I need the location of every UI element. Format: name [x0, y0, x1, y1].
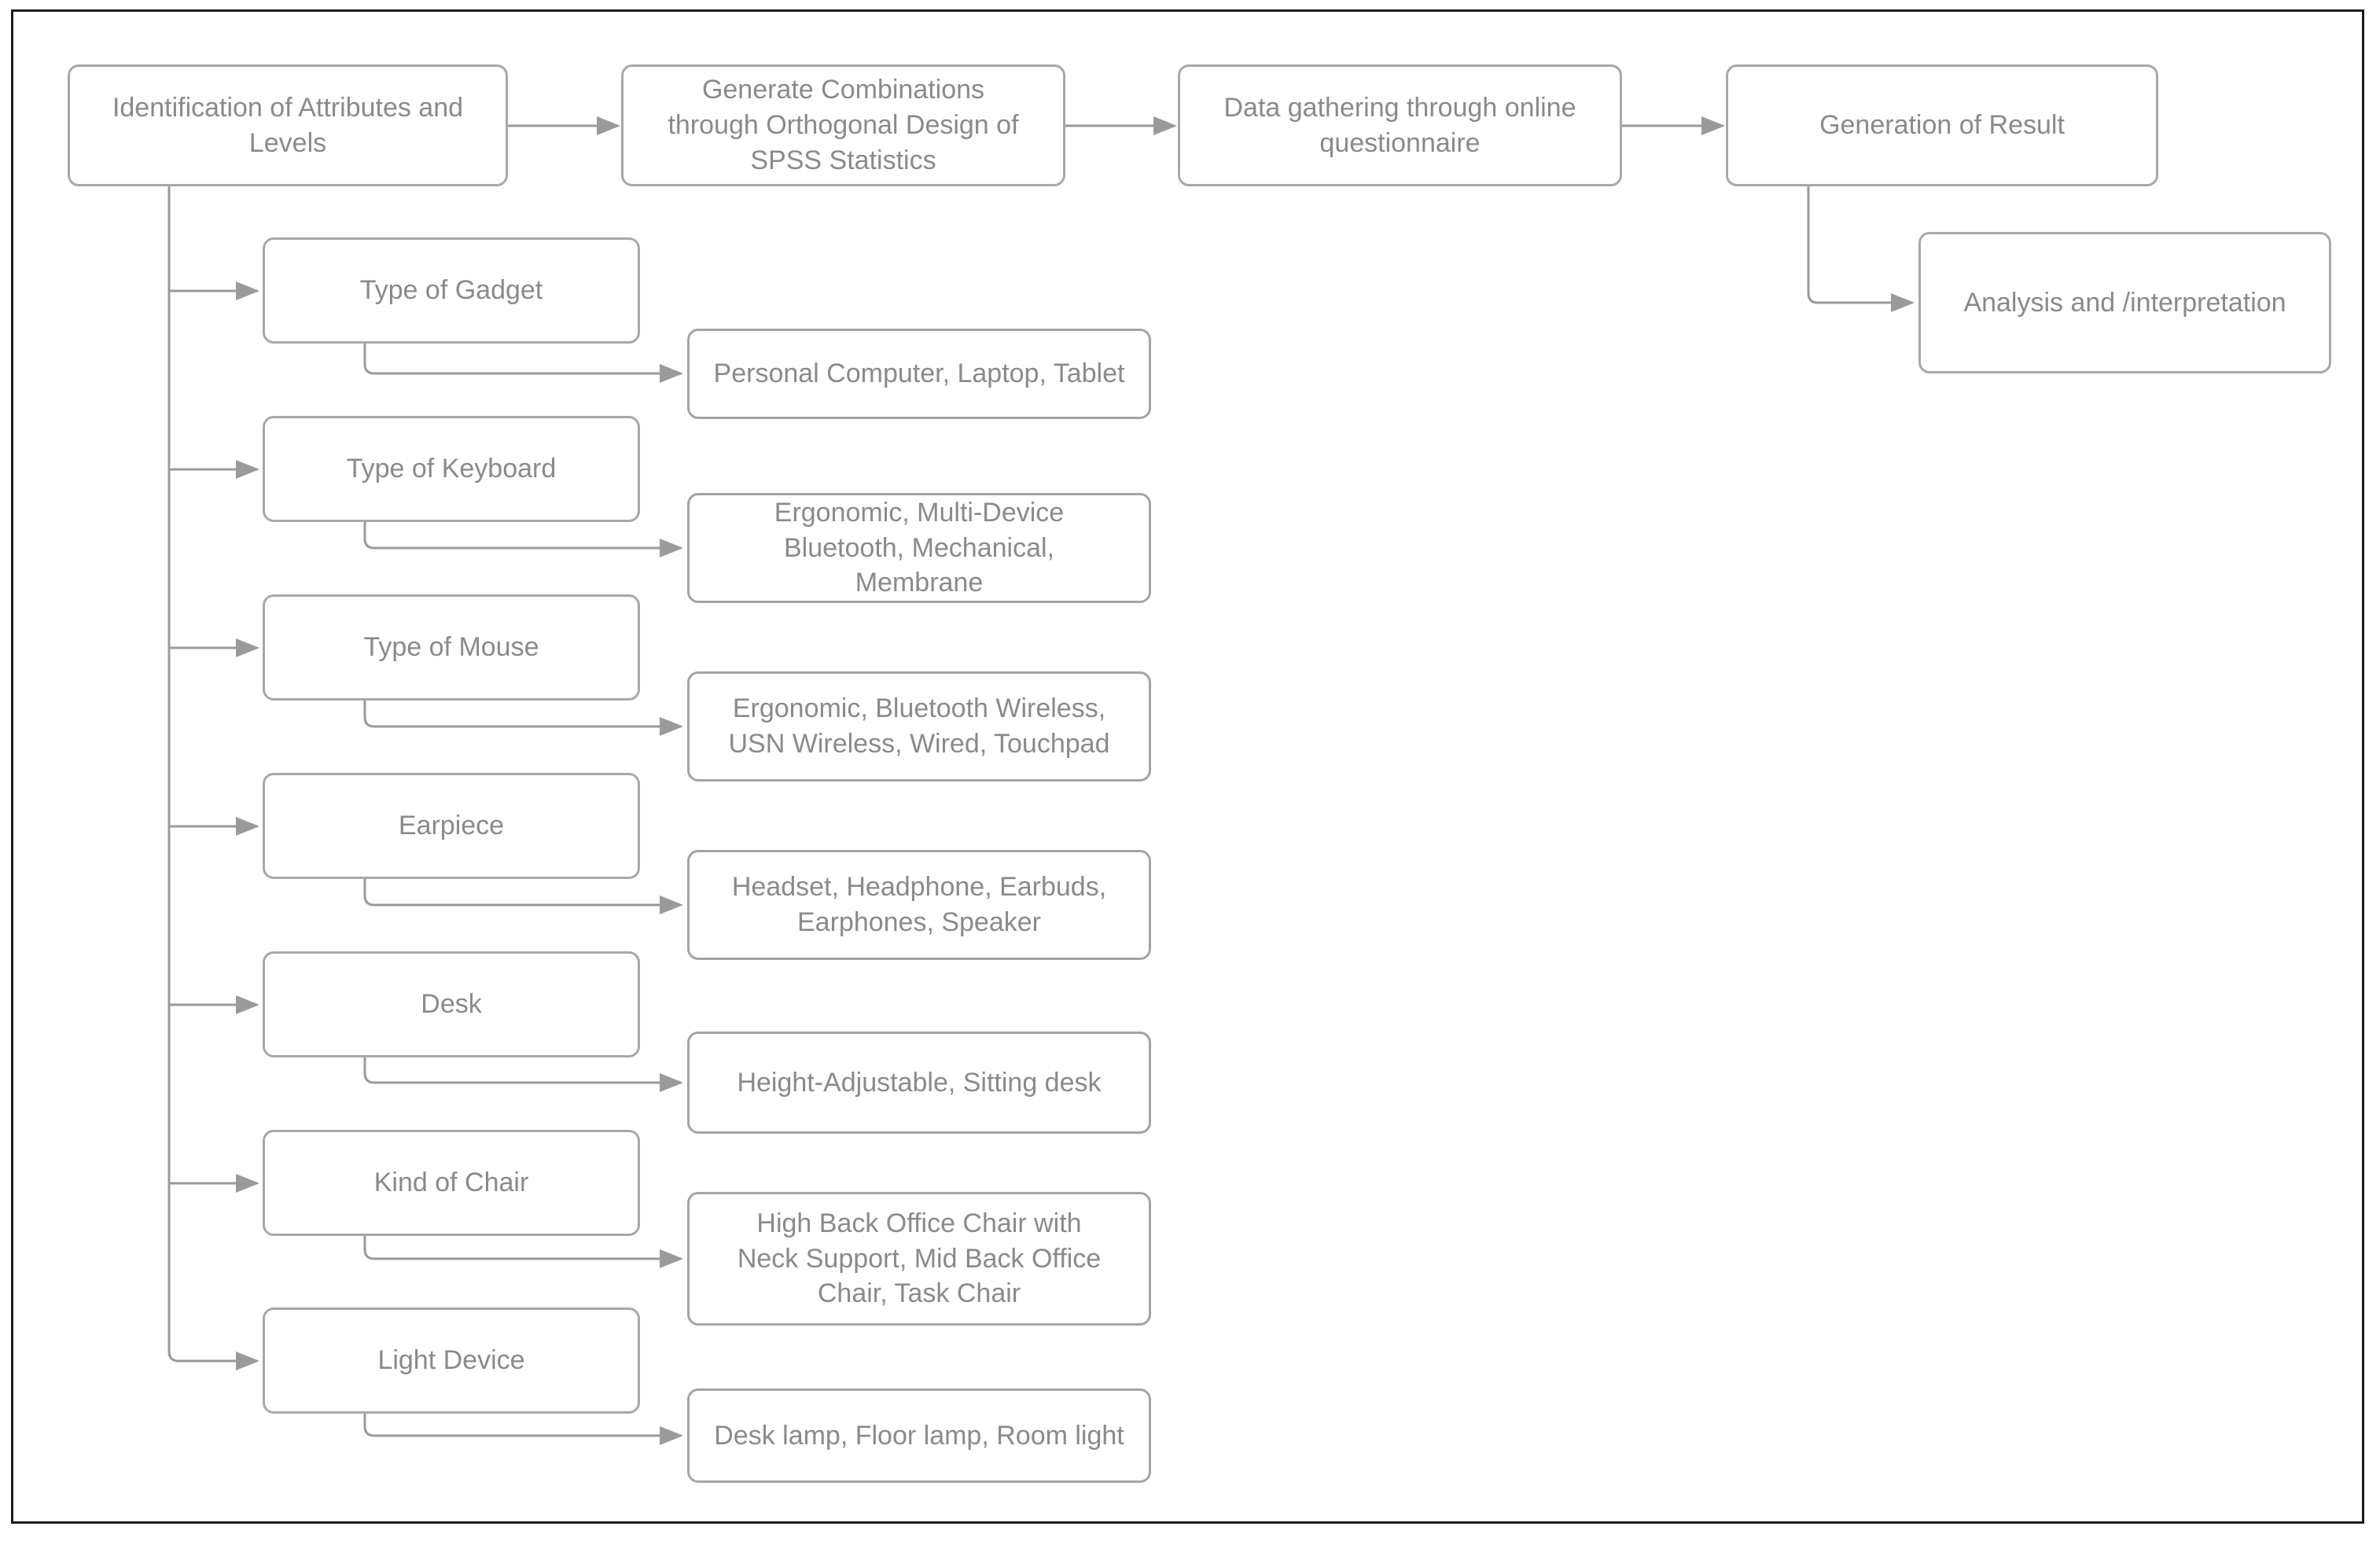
levels-text: Desk lamp, Floor lamp, Room light	[714, 1420, 1124, 1451]
step-box-generate-combinations: Generate Combinations through Orthogonal…	[621, 64, 1065, 186]
levels-box-earpiece: Headset, Headphone, Earbuds, Earphones, …	[687, 850, 1151, 960]
step-label: Analysis and /interpretation	[1963, 287, 2286, 318]
attribute-box-kind-of-chair: Kind of Chair	[263, 1130, 640, 1236]
levels-box-light: Desk lamp, Floor lamp, Room light	[687, 1388, 1151, 1483]
attribute-label: Type of Gadget	[359, 275, 543, 306]
levels-text: Height-Adjustable, Sitting desk	[737, 1067, 1102, 1098]
attribute-label: Kind of Chair	[373, 1168, 529, 1198]
step-label: Generate Combinations through Orthogonal…	[668, 75, 1019, 175]
attribute-label: Light Device	[377, 1345, 525, 1376]
attribute-box-type-of-keyboard: Type of Keyboard	[263, 416, 640, 522]
levels-box-gadget: Personal Computer, Laptop, Tablet	[687, 329, 1151, 419]
step-label: Data gathering through online questionna…	[1223, 92, 1576, 158]
attribute-label: Desk	[421, 989, 482, 1020]
levels-box-keyboard: Ergonomic, Multi-Device Bluetooth, Mecha…	[687, 493, 1151, 603]
step-label: Identification of Attributes and Levels	[112, 92, 464, 158]
step-box-analysis-interpretation: Analysis and /interpretation	[1918, 232, 2331, 373]
levels-text: Ergonomic, Bluetooth Wireless, USN Wirel…	[728, 693, 1110, 759]
levels-text: High Back Office Chair with Neck Support…	[737, 1208, 1102, 1309]
levels-text: Ergonomic, Multi-Device Bluetooth, Mecha…	[774, 497, 1065, 598]
levels-box-chair: High Back Office Chair with Neck Support…	[687, 1192, 1151, 1326]
step-box-data-gathering: Data gathering through online questionna…	[1178, 64, 1622, 186]
attribute-label: Earpiece	[398, 811, 505, 841]
levels-text: Personal Computer, Laptop, Tablet	[713, 359, 1125, 389]
attribute-box-type-of-gadget: Type of Gadget	[263, 237, 640, 344]
attribute-box-desk: Desk	[263, 951, 640, 1057]
levels-text: Headset, Headphone, Earbuds, Earphones, …	[731, 872, 1107, 937]
step-label: Generation of Result	[1819, 110, 2065, 141]
attribute-label: Type of Mouse	[363, 632, 539, 663]
step-box-identification: Identification of Attributes and Levels	[68, 64, 508, 186]
attribute-label: Type of Keyboard	[346, 454, 557, 484]
step-box-generation-of-result: Generation of Result	[1726, 64, 2158, 186]
attribute-box-earpiece: Earpiece	[263, 773, 640, 879]
attribute-box-type-of-mouse: Type of Mouse	[263, 594, 640, 701]
attribute-box-light-device: Light Device	[263, 1307, 640, 1414]
levels-box-desk: Height-Adjustable, Sitting desk	[687, 1032, 1151, 1134]
levels-box-mouse: Ergonomic, Bluetooth Wireless, USN Wirel…	[687, 671, 1151, 782]
